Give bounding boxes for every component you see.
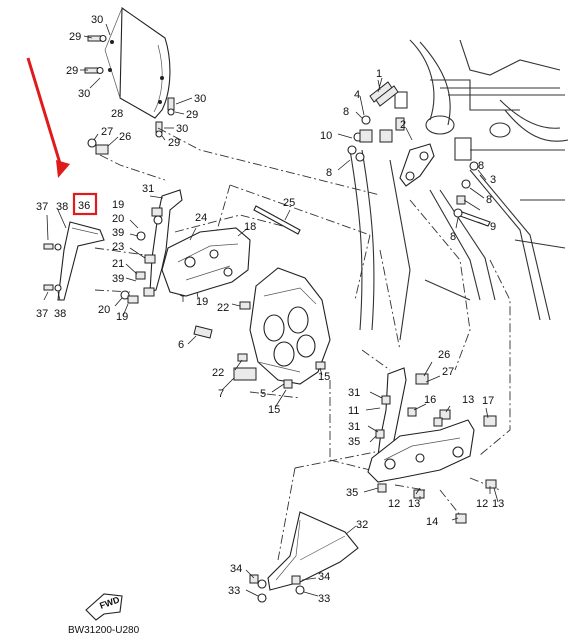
- label-20: 20: [98, 304, 110, 316]
- assembly-lines: [94, 127, 511, 561]
- label-6: 6: [178, 339, 184, 351]
- label-29: 29: [168, 137, 180, 149]
- label-4: 4: [354, 89, 360, 101]
- label-31: 31: [348, 387, 360, 399]
- label-1: 1: [376, 68, 382, 80]
- label-15: 15: [318, 371, 330, 383]
- label-19: 19: [196, 296, 208, 308]
- label-22: 22: [212, 367, 224, 379]
- side-cover-36: [43, 209, 105, 301]
- red-arrow-shaft: [26, 57, 64, 171]
- label-30: 30: [91, 14, 103, 26]
- highlight-box: [72, 192, 98, 216]
- label-8: 8: [450, 231, 456, 243]
- label-13: 13: [462, 394, 474, 406]
- label-29: 29: [186, 109, 198, 121]
- label-31: 31: [142, 183, 154, 195]
- label-13: 13: [408, 498, 420, 510]
- right-stay-upper: [337, 77, 491, 229]
- label-10: 10: [320, 130, 332, 142]
- label-21: 21: [112, 258, 124, 270]
- label-17: 17: [482, 395, 494, 407]
- label-14: 14: [426, 516, 438, 528]
- label-35: 35: [346, 487, 358, 499]
- label-33: 33: [228, 585, 240, 597]
- label-31: 31: [348, 421, 360, 433]
- label-12: 12: [476, 498, 488, 510]
- label-15: 15: [268, 404, 280, 416]
- label-9: 9: [490, 221, 496, 233]
- label-27: 27: [101, 126, 113, 138]
- panel-bracket-5: [187, 267, 331, 407]
- label-24: 24: [195, 212, 207, 224]
- label-26: 26: [438, 349, 450, 361]
- label-2: 2: [400, 119, 406, 131]
- label-28: 28: [111, 108, 123, 120]
- highlight-callout: [26, 57, 98, 216]
- label-7: 7: [218, 388, 224, 400]
- label-13: 13: [492, 498, 504, 510]
- label-25: 25: [283, 197, 295, 209]
- label-30: 30: [194, 93, 206, 105]
- label-8: 8: [326, 167, 332, 179]
- label-22: 22: [217, 302, 229, 314]
- label-16: 16: [424, 394, 436, 406]
- label-37: 37: [36, 201, 48, 213]
- lower-cover-32: [245, 511, 359, 603]
- label-29: 29: [66, 65, 78, 77]
- footer-code: BW31200-U280: [68, 625, 140, 633]
- red-arrow-head-icon: [56, 160, 70, 178]
- label-8: 8: [478, 160, 484, 172]
- right-stay-lower: [363, 361, 499, 524]
- label-27: 27: [442, 366, 454, 378]
- label-12: 12: [388, 498, 400, 510]
- windshield-fasteners: [80, 23, 193, 141]
- label-3: 3: [490, 174, 496, 186]
- label-11: 11: [348, 405, 359, 417]
- label-8: 8: [343, 106, 349, 118]
- label-18: 18: [244, 221, 256, 233]
- label-8: 8: [486, 194, 492, 206]
- label-30: 30: [78, 88, 90, 100]
- label-23: 23: [112, 241, 124, 253]
- fwd-direction-icon: FWD: [85, 593, 123, 621]
- label-34: 34: [230, 563, 242, 575]
- part-labels: 30 29 29 30 28 30 29 30 29 27 26 37 38 3…: [36, 14, 504, 633]
- label-34: 34: [318, 571, 330, 583]
- label-35: 35: [348, 436, 360, 448]
- label-32: 32: [356, 519, 368, 531]
- stay-bolts-26-27: [87, 133, 119, 155]
- label-39: 39: [112, 227, 124, 239]
- label-5: 5: [260, 388, 266, 400]
- label-29: 29: [69, 31, 81, 43]
- label-33: 33: [318, 593, 330, 605]
- motorcycle-frame: [349, 39, 569, 341]
- label-19: 19: [112, 199, 124, 211]
- label-36-highlighted: 36: [78, 200, 90, 212]
- rod-25: [253, 205, 301, 235]
- label-39: 39: [112, 273, 124, 285]
- windshield: [104, 6, 171, 119]
- label-20: 20: [112, 213, 124, 225]
- label-38: 38: [56, 201, 68, 213]
- label-19: 19: [116, 311, 128, 323]
- label-30: 30: [176, 123, 188, 135]
- label-26: 26: [119, 131, 131, 143]
- label-37: 37: [36, 308, 48, 320]
- bracket-18: [161, 227, 251, 297]
- label-38: 38: [54, 308, 66, 320]
